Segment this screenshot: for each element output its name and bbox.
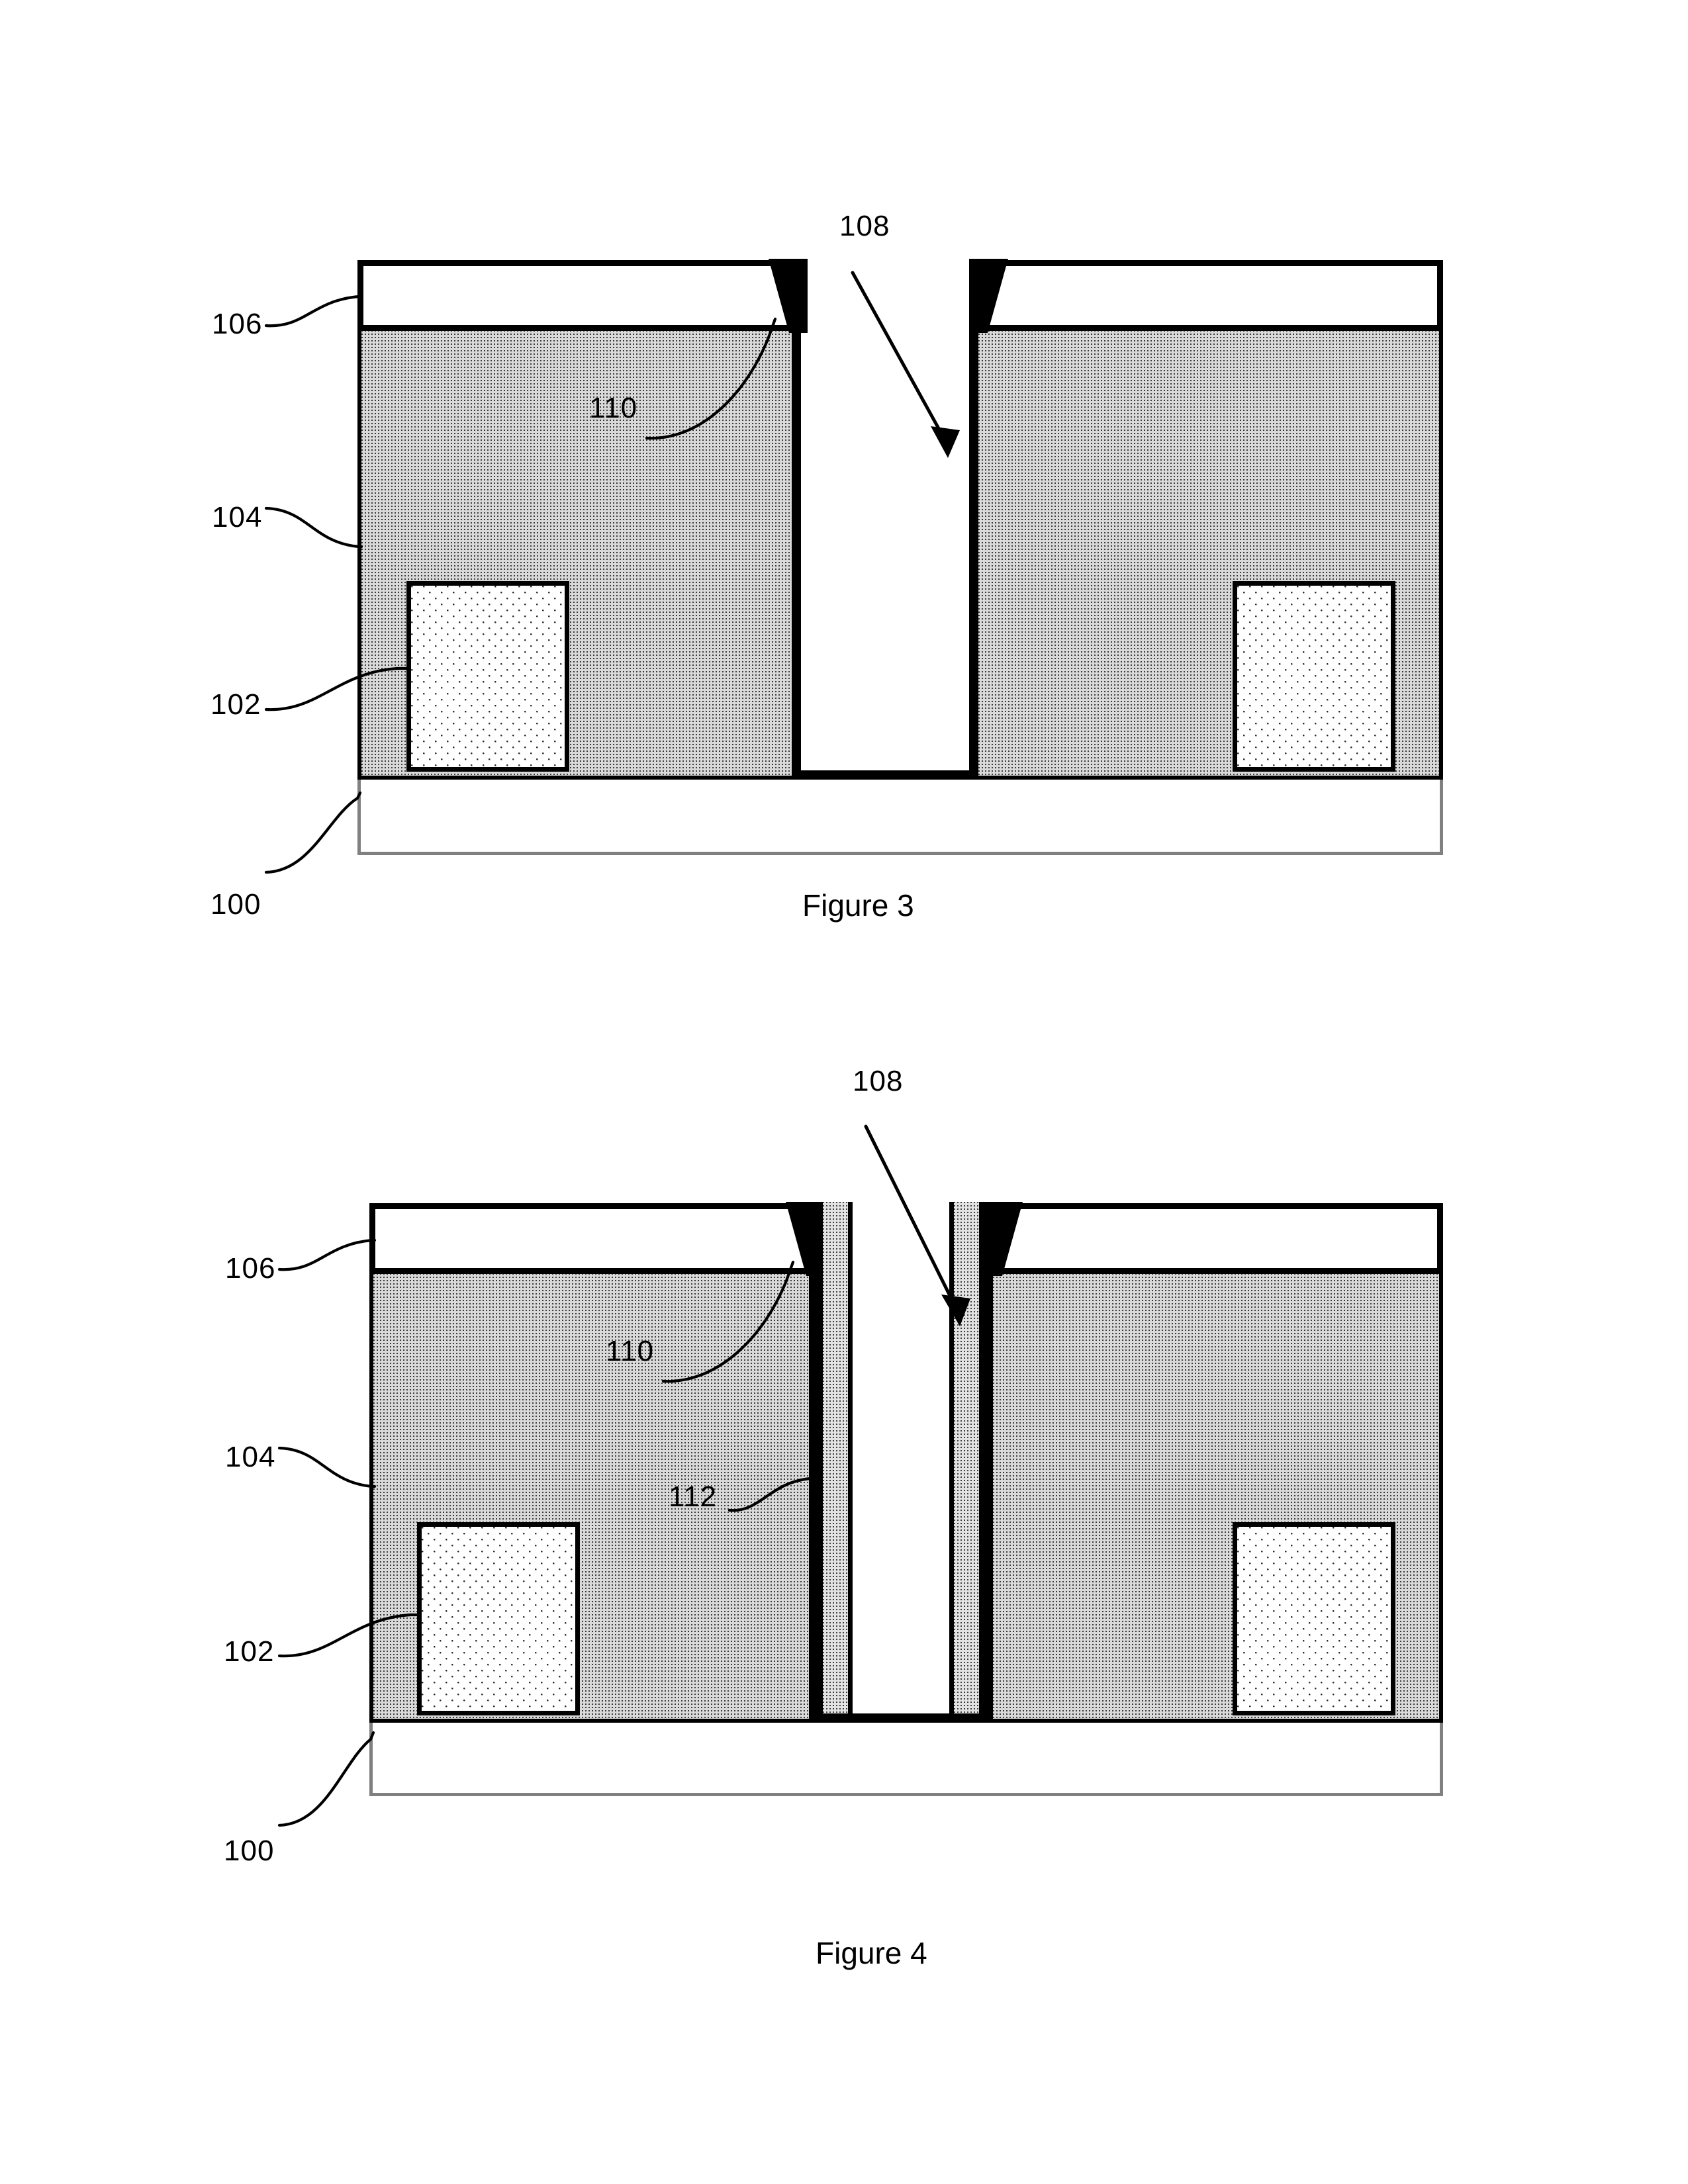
trench-wall-left-fig4 xyxy=(809,1269,818,1723)
wedge-110-left xyxy=(759,259,808,333)
ref-106-fig3: 106 xyxy=(212,308,263,340)
ref-104-fig3: 104 xyxy=(212,501,263,533)
leader-line-100 xyxy=(264,791,362,874)
implant-box-102-right xyxy=(1233,581,1395,772)
liner-112-left xyxy=(818,1202,853,1723)
cap-layer-106-left xyxy=(357,260,798,331)
trench-wall-right-fig4 xyxy=(984,1269,993,1723)
ref-108-fig4: 108 xyxy=(853,1065,904,1097)
ref-106-fig4: 106 xyxy=(225,1252,276,1285)
leader-line-110-fig4 xyxy=(661,1260,795,1383)
ref-102-fig3: 102 xyxy=(211,688,261,721)
figure-4-caption: Figure 4 xyxy=(816,1936,927,1970)
trench-wall-left xyxy=(792,326,801,780)
leader-line-106 xyxy=(264,295,363,328)
arrow-108-fig4 xyxy=(864,1124,970,1326)
leader-line-104 xyxy=(264,506,363,549)
wedge-110-right xyxy=(969,259,1018,333)
cap-layer-106-left-fig4 xyxy=(369,1203,816,1274)
figure-3: 106 104 102 100 110 108 Figure 3 xyxy=(0,0,1688,993)
ref-102-fig4: 102 xyxy=(224,1635,275,1668)
ref-110-fig4: 110 xyxy=(606,1335,655,1367)
ref-110-fig3: 110 xyxy=(589,392,638,424)
ref-108-fig3: 108 xyxy=(839,210,890,242)
leader-line-100-fig4 xyxy=(277,1731,375,1827)
cap-layer-106-right-fig4 xyxy=(993,1203,1443,1274)
wedge-110-right-fig4 xyxy=(984,1202,1033,1276)
leader-line-106-fig4 xyxy=(277,1238,377,1271)
trench-wall-right xyxy=(969,326,978,780)
liner-112-right xyxy=(949,1202,984,1723)
implant-box-102-left xyxy=(406,581,569,772)
leader-line-112 xyxy=(727,1477,819,1512)
arrow-108 xyxy=(851,271,960,458)
implant-box-102-right-fig4 xyxy=(1233,1522,1395,1715)
trench-floor xyxy=(792,770,978,780)
substrate-100-fig4 xyxy=(369,1718,1443,1796)
ref-112-fig4: 112 xyxy=(669,1480,718,1513)
leader-line-110 xyxy=(645,317,777,440)
trench-floor-fig4 xyxy=(809,1713,993,1723)
leader-line-102-fig4 xyxy=(277,1613,422,1658)
leader-line-102 xyxy=(264,666,408,711)
wedge-110-left-fig4 xyxy=(776,1202,825,1276)
cap-layer-106-right xyxy=(978,260,1443,331)
bulk-layer-104-left-fig4 xyxy=(369,1269,816,1723)
ref-104-fig4: 104 xyxy=(225,1441,276,1473)
implant-box-102-left-fig4 xyxy=(417,1522,580,1715)
leader-line-104-fig4 xyxy=(277,1446,377,1488)
ref-100-fig3: 100 xyxy=(211,888,261,921)
ref-100-fig4: 100 xyxy=(224,1835,275,1867)
figure-3-caption: Figure 3 xyxy=(802,888,914,923)
